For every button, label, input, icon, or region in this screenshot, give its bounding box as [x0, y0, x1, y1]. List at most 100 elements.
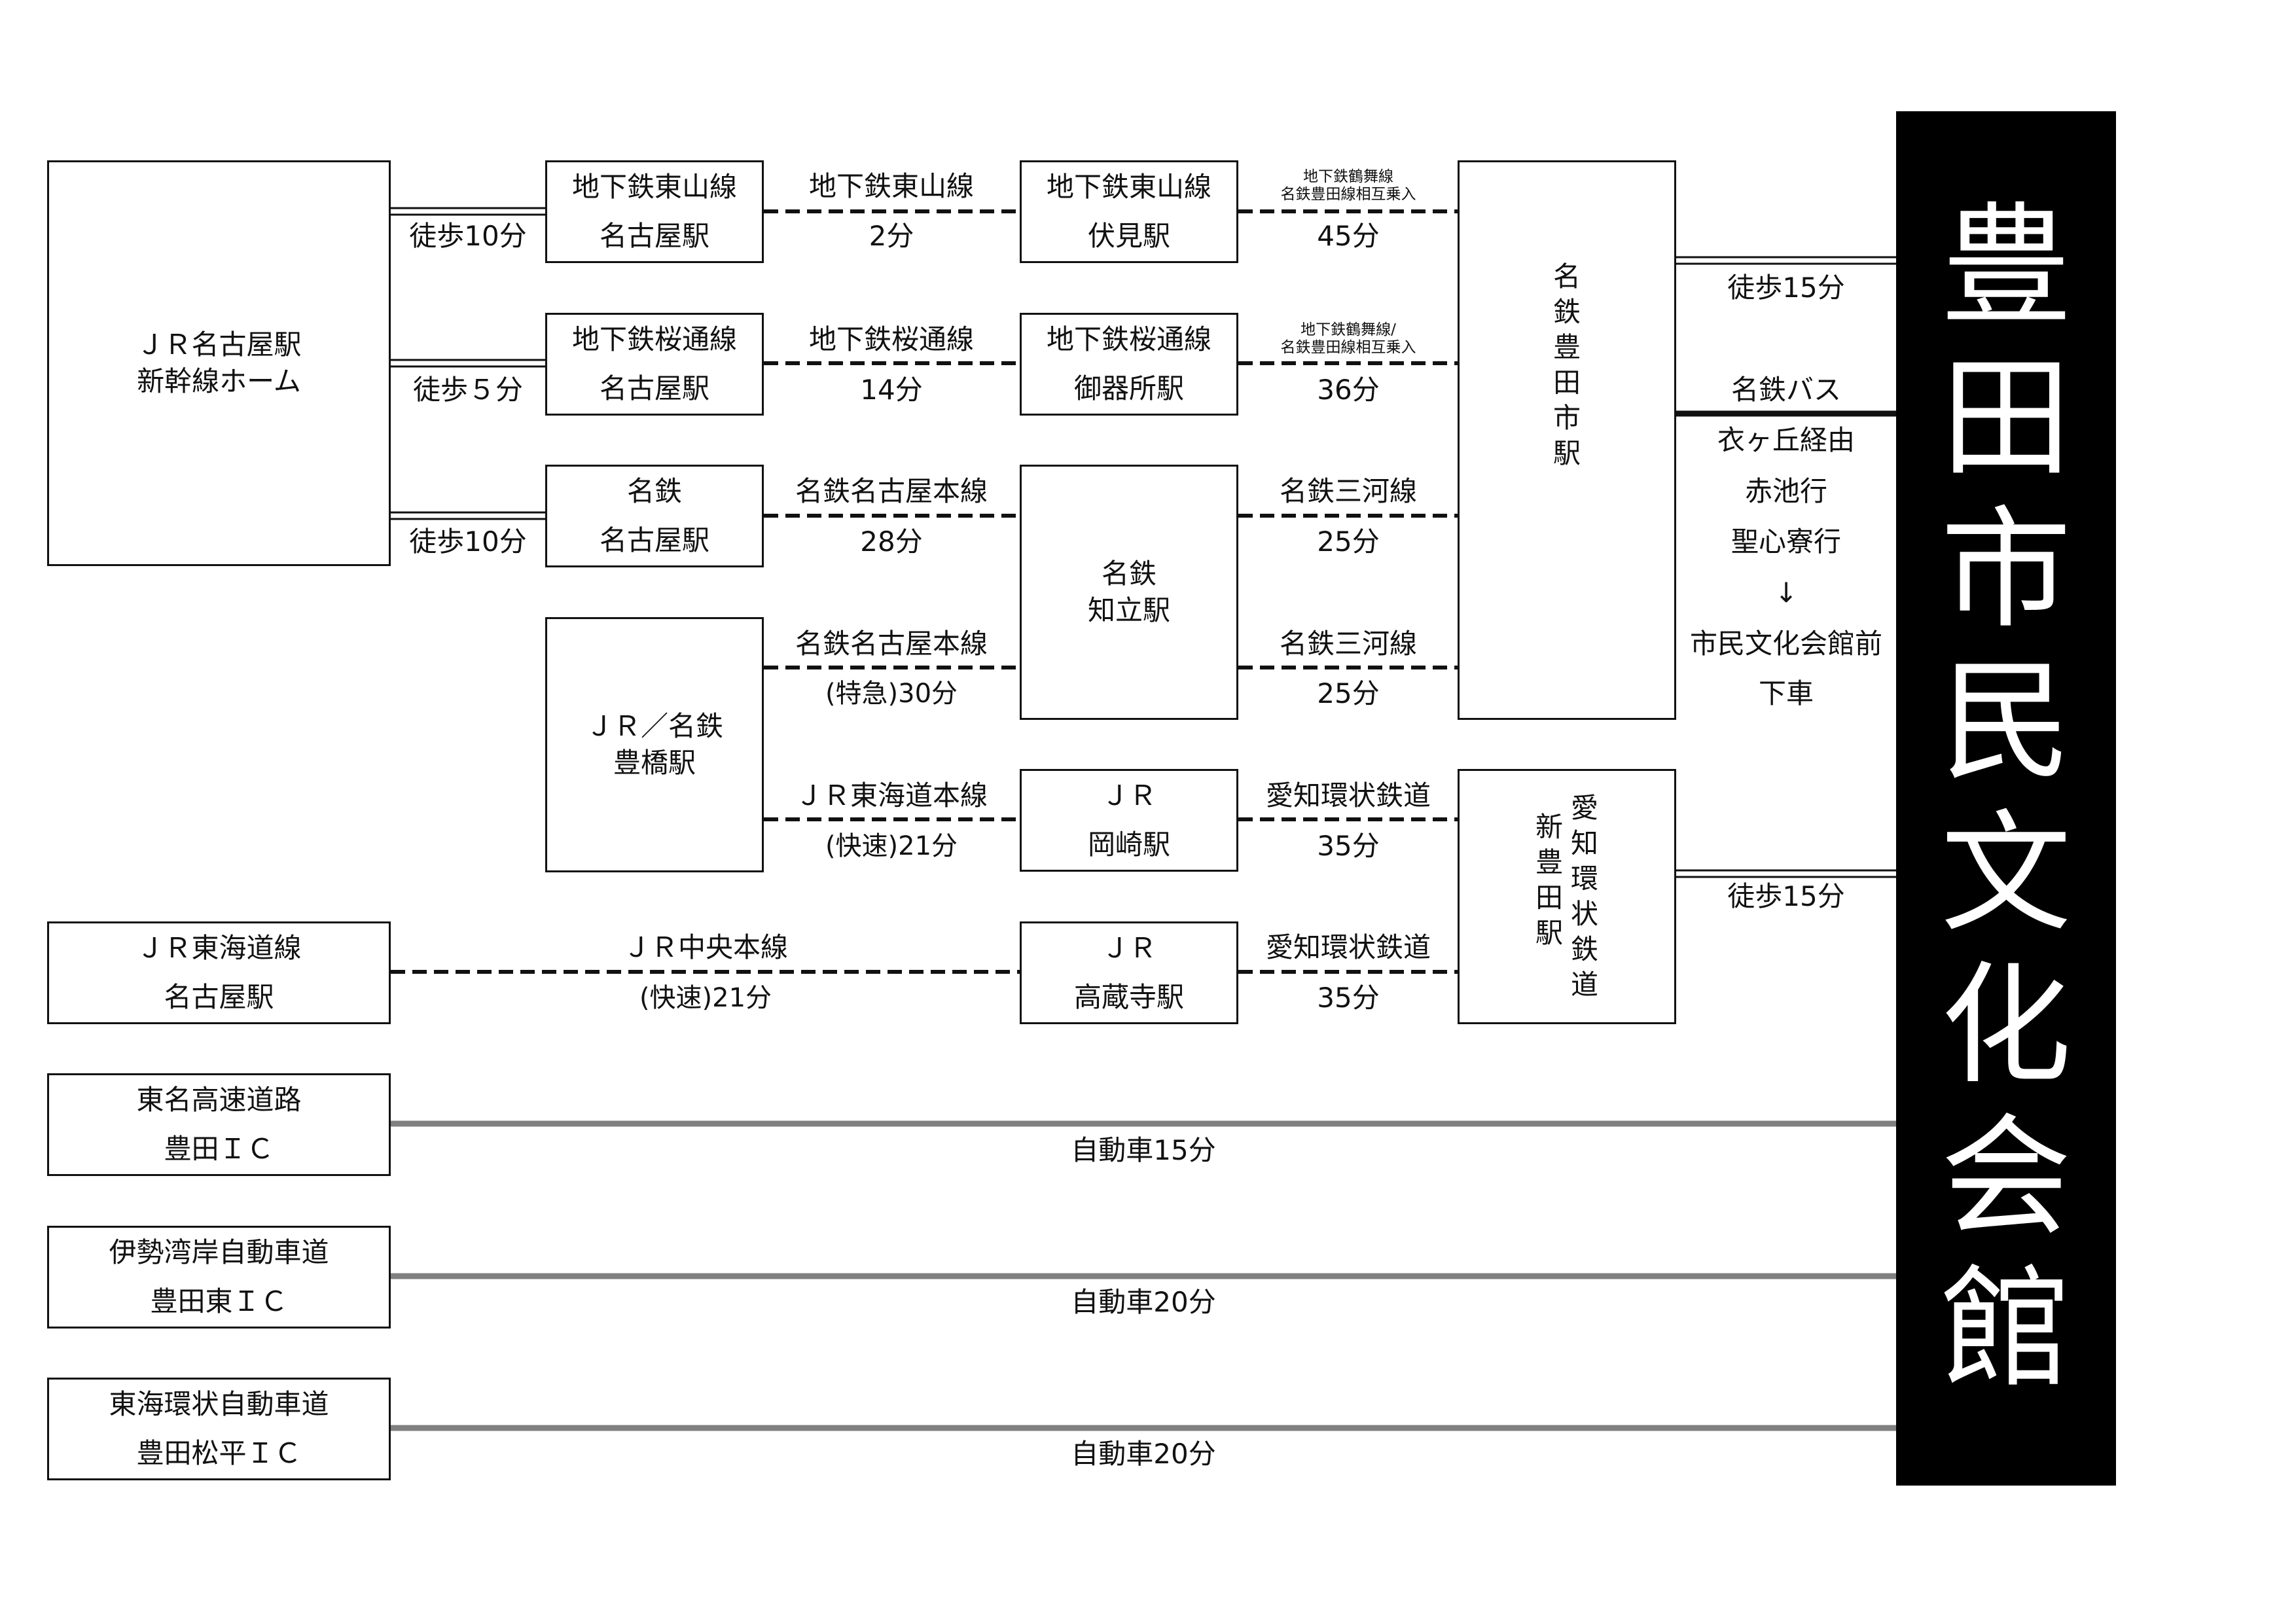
- time-label: 25分: [1317, 526, 1380, 558]
- walk-label: 徒歩15分: [1727, 272, 1845, 304]
- char: 知: [1571, 827, 1599, 859]
- shintoyota-box: 新 豊 田 駅 愛 知 環 状 鉄 道: [1458, 769, 1676, 1024]
- char: 鉄: [1571, 933, 1599, 965]
- box-label: 名古屋駅: [599, 220, 709, 253]
- box-label: 地下鉄桜通線: [571, 323, 737, 355]
- box-label: 知立駅: [1087, 594, 1170, 626]
- bus-label: 名鉄バス: [1731, 374, 1842, 406]
- box-label: 名古屋駅: [164, 981, 274, 1014]
- tokaikanjo-box: 東海環状自動車道 豊田松平ＩＣ: [47, 1378, 391, 1480]
- box-label: 豊田東ＩＣ: [150, 1285, 288, 1318]
- line-label: 地下鉄東山線: [808, 170, 975, 202]
- line-label: 名鉄三河線: [1279, 628, 1418, 660]
- time-label: 28分: [860, 526, 923, 558]
- line-label: 地下鉄鶴舞線/: [1300, 321, 1396, 338]
- time-label: (特急)30分: [825, 679, 958, 709]
- box-label: 名古屋駅: [599, 372, 709, 405]
- box-label: 岡崎駅: [1087, 829, 1170, 861]
- time-label: 45分: [1317, 220, 1380, 252]
- char: 市: [1552, 401, 1581, 434]
- box-label: ＪＲ: [1101, 779, 1157, 812]
- bus-route: 聖心寮行: [1731, 526, 1842, 558]
- line-label: 名鉄豊田線相互乗入: [1280, 339, 1416, 356]
- char: 田: [1535, 882, 1563, 914]
- venue-char: 豊: [1940, 190, 2072, 343]
- box-label: 新幹線ホーム: [137, 365, 301, 397]
- sakuradori-nagoya-box: 地下鉄桜通線 名古屋駅: [545, 313, 764, 416]
- box-label: 豊橋駅: [613, 747, 696, 779]
- box-label: 東名高速道路: [136, 1083, 302, 1116]
- gokisho-box: 地下鉄桜通線 御器所駅: [1020, 313, 1238, 416]
- char: 名: [1552, 260, 1581, 293]
- box-label: 名鉄: [1101, 558, 1157, 590]
- time-label: 25分: [1317, 677, 1380, 709]
- venue-char: 文: [1940, 798, 2072, 950]
- line-label: 名鉄名古屋本線: [795, 475, 988, 507]
- time-label: (快速)21分: [639, 983, 772, 1013]
- char: 状: [1571, 898, 1599, 930]
- time-label: 14分: [860, 374, 923, 406]
- box-label: 東海環状自動車道: [109, 1387, 329, 1420]
- kozoji-box: ＪＲ 高蔵寺駅: [1020, 921, 1238, 1024]
- char: 新: [1535, 811, 1563, 843]
- char: 道: [1571, 969, 1599, 1001]
- venue-char: 館: [1940, 1253, 2072, 1406]
- venue-char: 民: [1940, 646, 2072, 798]
- line-label: 愛知環状鉄道: [1265, 931, 1431, 963]
- box-label: ＪＲ名古屋駅: [136, 329, 302, 361]
- box-label: ＪＲ／名鉄: [585, 710, 723, 742]
- meitetsu-nagoya-box: 名鉄 名古屋駅: [545, 465, 764, 567]
- jr-nagoya-shinkansen-box: ＪＲ名古屋駅 新幹線ホーム: [47, 160, 391, 566]
- box-label: ＪＲ東海道線: [136, 931, 302, 964]
- line-label: 名鉄三河線: [1279, 475, 1418, 507]
- char: 田: [1552, 366, 1581, 399]
- line-label: 名鉄名古屋本線: [795, 628, 988, 660]
- char: 駅: [1552, 437, 1581, 469]
- fushimi-box: 地下鉄東山線 伏見駅: [1020, 160, 1238, 263]
- char: 愛: [1571, 792, 1599, 824]
- box-label: 伏見駅: [1087, 220, 1170, 253]
- bus-stop: 市民文化会館前: [1689, 628, 1883, 660]
- walk-label: 徒歩10分: [409, 220, 527, 252]
- line-label: 名鉄豊田線相互乗入: [1280, 186, 1416, 203]
- chiryu-box: 名鉄 知立駅: [1020, 465, 1238, 720]
- box-label: 伊勢湾岸自動車道: [109, 1236, 329, 1268]
- higashiyama-nagoya-box: 地下鉄東山線 名古屋駅: [545, 160, 764, 263]
- isewangan-box: 伊勢湾岸自動車道 豊田東ＩＣ: [47, 1226, 391, 1329]
- line-label: 地下鉄桜通線: [808, 323, 975, 355]
- box-label: 地下鉄東山線: [571, 170, 737, 203]
- toyohashi-box: ＪＲ／名鉄 豊橋駅: [545, 617, 764, 872]
- walk-label: 徒歩15分: [1727, 880, 1845, 912]
- time-label: (快速)21分: [825, 831, 958, 861]
- line-label: ＪＲ東海道本線: [795, 779, 988, 812]
- box-label: 名鉄: [626, 474, 682, 507]
- vertical-text-left: 新 豊 田 駅: [1535, 810, 1563, 951]
- char: 豊: [1535, 846, 1563, 878]
- box-label: 豊田ＩＣ: [164, 1133, 274, 1166]
- venue-char: 化: [1940, 950, 2072, 1102]
- okazaki-box: ＪＲ 岡崎駅: [1020, 769, 1238, 872]
- char: 豊: [1552, 330, 1581, 363]
- time-label: 35分: [1317, 982, 1380, 1014]
- tomei-box: 東名高速道路 豊田ＩＣ: [47, 1073, 391, 1176]
- box-label: 地下鉄東山線: [1046, 170, 1211, 203]
- line-label: 愛知環状鉄道: [1265, 779, 1431, 812]
- time-label: 36分: [1317, 374, 1380, 406]
- car-label: 自動車20分: [1071, 1286, 1216, 1318]
- line-label: ＪＲ中央本線: [622, 931, 789, 963]
- box-label: ＪＲ: [1101, 931, 1157, 964]
- char: 駅: [1535, 917, 1563, 949]
- vertical-text-right: 愛 知 環 状 鉄 道: [1571, 791, 1598, 1003]
- bus-getoff: 下車: [1758, 677, 1814, 709]
- char: 環: [1571, 863, 1599, 895]
- box-label: 名古屋駅: [599, 524, 709, 557]
- venue-char: 会: [1940, 1101, 2072, 1254]
- time-label: 2分: [869, 220, 914, 252]
- box-label: 高蔵寺駅: [1073, 981, 1184, 1014]
- box-label: 御器所駅: [1073, 372, 1184, 405]
- bus-route: 衣ヶ丘経由: [1717, 424, 1856, 456]
- venue-char: 田: [1940, 342, 2072, 495]
- bus-route: 赤池行: [1744, 475, 1828, 507]
- venue-char: 市: [1940, 494, 2072, 647]
